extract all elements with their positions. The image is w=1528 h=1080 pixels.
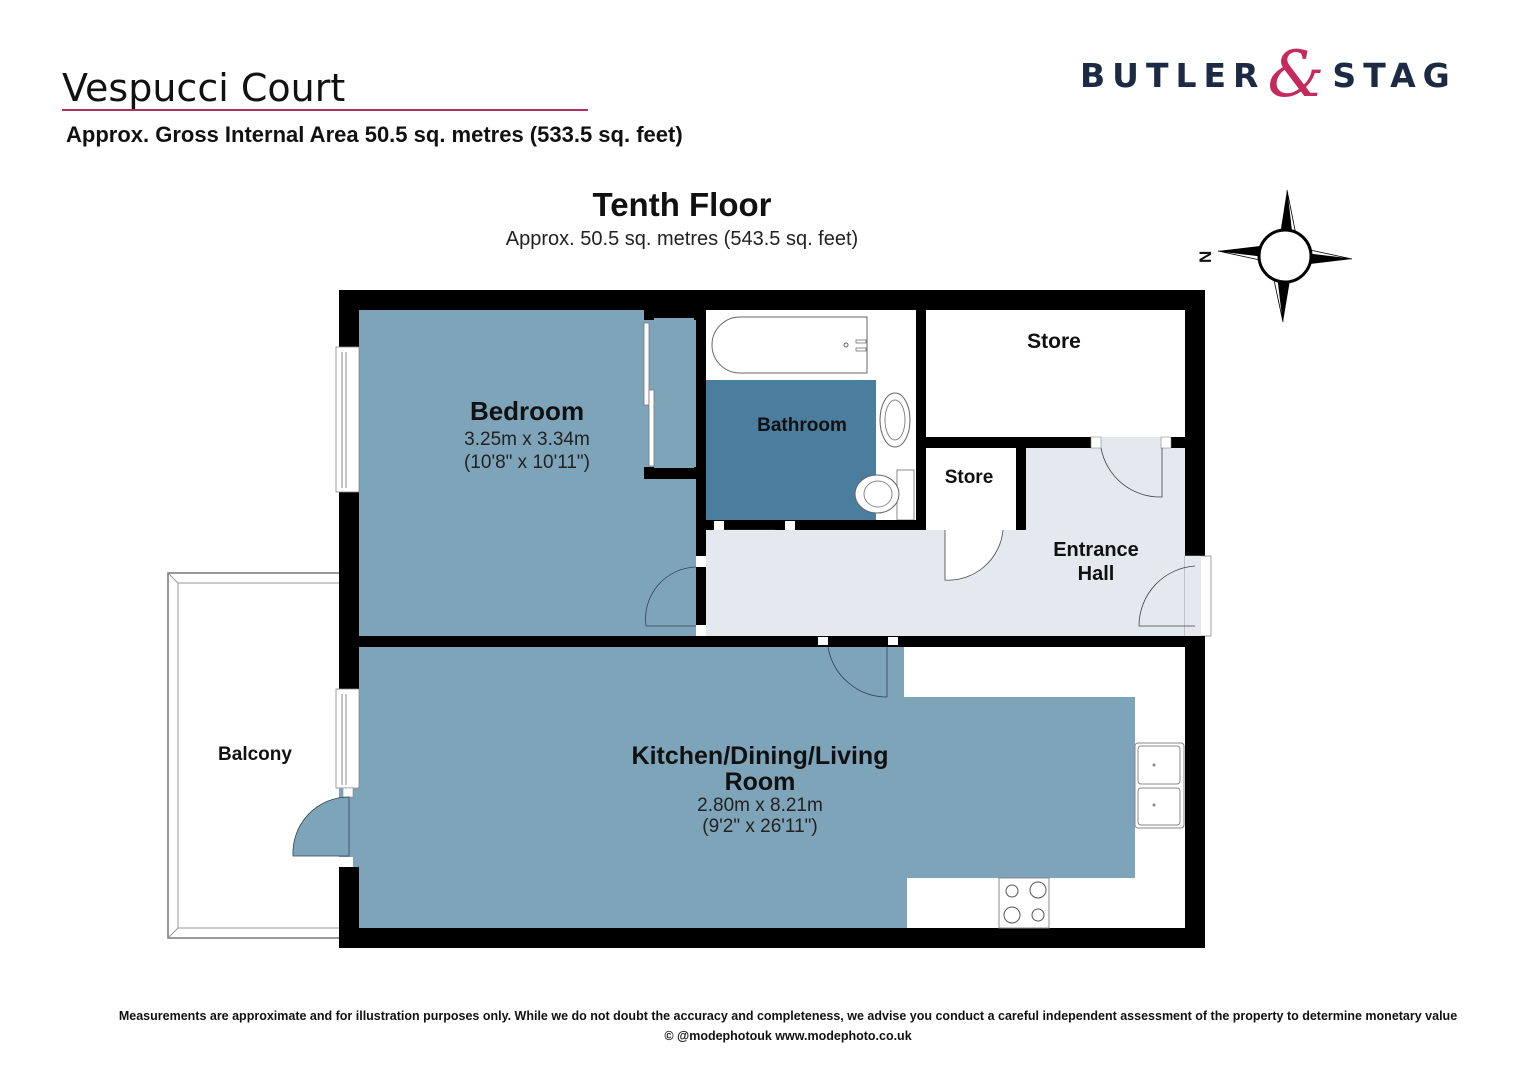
store-small-door[interactable] <box>944 529 1004 581</box>
gross-internal-area: Approx. Gross Internal Area 50.5 sq. met… <box>66 122 683 147</box>
living-room-area <box>359 647 1135 928</box>
logo-text-right: STAG <box>1332 55 1457 95</box>
living-room-label-1: Kitchen/Dining/Living <box>632 742 889 770</box>
title-underline <box>62 109 588 111</box>
bathtub-icon <box>711 316 868 374</box>
bedroom-label: Bedroom <box>470 396 584 426</box>
entrance-hall-area <box>1026 448 1185 530</box>
property-name: Vespucci Court <box>62 66 346 110</box>
bathroom-label: Bathroom <box>757 415 847 436</box>
store-large-area <box>926 310 1185 437</box>
compass-north-label: N <box>1196 251 1215 263</box>
store-small-area <box>926 448 1016 530</box>
floor-area: Approx. 50.5 sq. metres (543.5 sq. feet) <box>505 228 859 250</box>
compass-rose-icon <box>1217 189 1353 323</box>
living-room-dim-metric: 2.80m x 8.21m <box>697 795 823 816</box>
front-door[interactable] <box>1138 565 1196 627</box>
entrance-hall-label-1: Entrance <box>1053 539 1139 561</box>
store-large-door[interactable] <box>1100 447 1163 498</box>
bedroom-dim-imperial: (10'8" x 10'11") <box>464 452 590 473</box>
bedroom-window <box>335 346 360 493</box>
hob-icon <box>998 877 1050 929</box>
living-room-window <box>335 688 360 789</box>
living-room-label-2: Room <box>725 768 796 796</box>
bathroom-area <box>706 380 876 520</box>
logo-text-left: BUTLER <box>1080 55 1266 95</box>
sink-icon <box>1134 742 1185 829</box>
disclaimer-text: Measurements are approximate and for ill… <box>118 1009 1458 1023</box>
entrance-hall-label-2: Hall <box>1078 563 1115 585</box>
balcony-door[interactable] <box>292 796 350 857</box>
butler-stag-logo: BUTLER & STAG <box>1080 40 1457 110</box>
balcony <box>167 572 341 939</box>
store-small-label: Store <box>945 467 994 488</box>
bedroom-area <box>359 310 696 636</box>
bedroom-dim-metric: 3.25m x 3.34m <box>464 429 590 450</box>
logo-ampersand: & <box>1267 38 1325 112</box>
floor-title: Tenth Floor <box>592 186 772 223</box>
toilet-cistern <box>896 469 915 521</box>
balcony-label: Balcony <box>218 744 292 765</box>
living-room-dim-imperial: (9'2" x 26'11") <box>702 816 817 837</box>
store-large-label: Store <box>1027 330 1081 353</box>
bedroom-door[interactable] <box>645 566 697 627</box>
photo-credit: © @modephotouk www.modephoto.co.uk <box>664 1029 912 1043</box>
living-room-door[interactable] <box>827 646 888 698</box>
